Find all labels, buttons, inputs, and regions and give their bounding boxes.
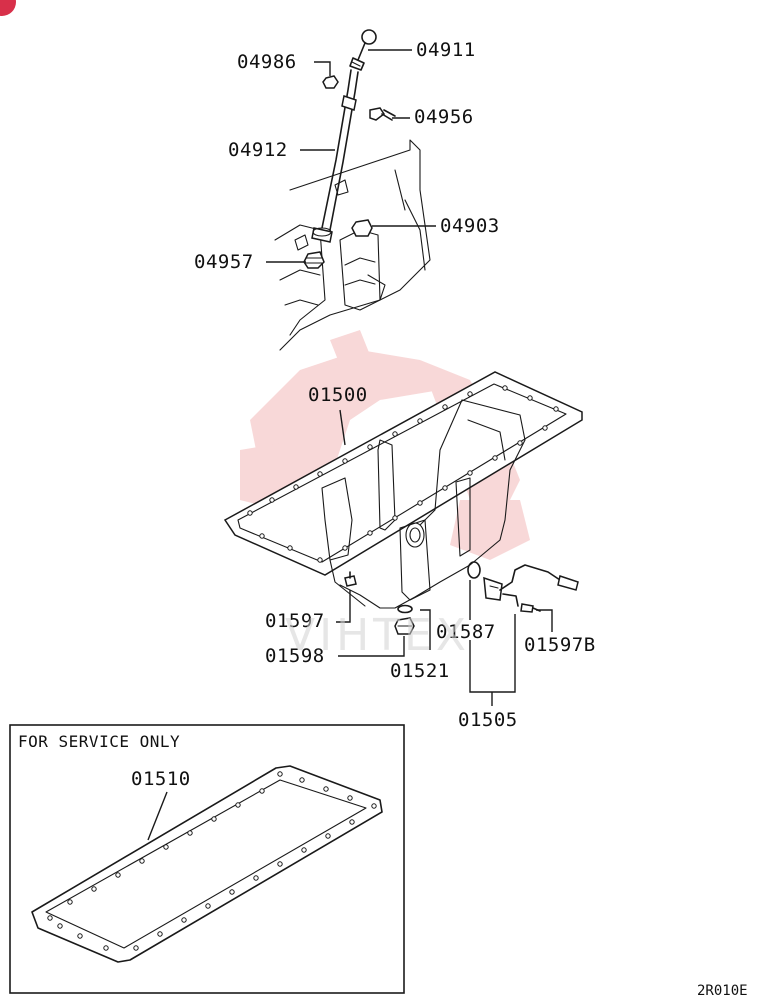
callout-01587: 01587 xyxy=(436,621,496,643)
callout-01521: 01521 xyxy=(390,660,450,682)
gasket-icon xyxy=(31,765,383,963)
figure-code: 2R010E xyxy=(697,983,748,999)
callout-04912: 04912 xyxy=(228,139,288,161)
callout-04957: 04957 xyxy=(194,251,254,273)
callout-04986: 04986 xyxy=(237,51,297,73)
o-ring-icon xyxy=(467,561,481,579)
callout-01505: 01505 xyxy=(458,709,518,731)
callout-01597: 01597 xyxy=(265,610,325,632)
callout-01597b: 01597B xyxy=(524,634,596,656)
callout-01598: 01598 xyxy=(265,645,325,667)
oil-level-sensor-icon xyxy=(483,564,579,613)
service-only-box xyxy=(9,724,405,994)
stud-bolt-icon xyxy=(344,571,357,587)
engine-block xyxy=(274,139,431,351)
nut-icon xyxy=(322,75,339,89)
leader-lines xyxy=(147,49,553,841)
service-box-title: FOR SERVICE ONLY xyxy=(18,732,181,751)
callout-04956: 04956 xyxy=(414,106,474,128)
watermark-text: VIHTEX xyxy=(285,610,470,661)
callout-01500: 01500 xyxy=(308,384,368,406)
washer-icon xyxy=(397,604,413,614)
bolt-icon xyxy=(369,107,396,121)
callout-01510: 01510 xyxy=(131,768,191,790)
callout-04911: 04911 xyxy=(416,39,476,61)
dipstick-tube-icon xyxy=(311,69,359,243)
plug-icon xyxy=(351,219,373,237)
callout-04903: 04903 xyxy=(440,215,500,237)
corner-badge-icon xyxy=(0,0,16,16)
dipstick-icon xyxy=(349,29,377,71)
plug-icon-lower xyxy=(303,251,325,269)
drain-plug-icon xyxy=(394,617,415,635)
